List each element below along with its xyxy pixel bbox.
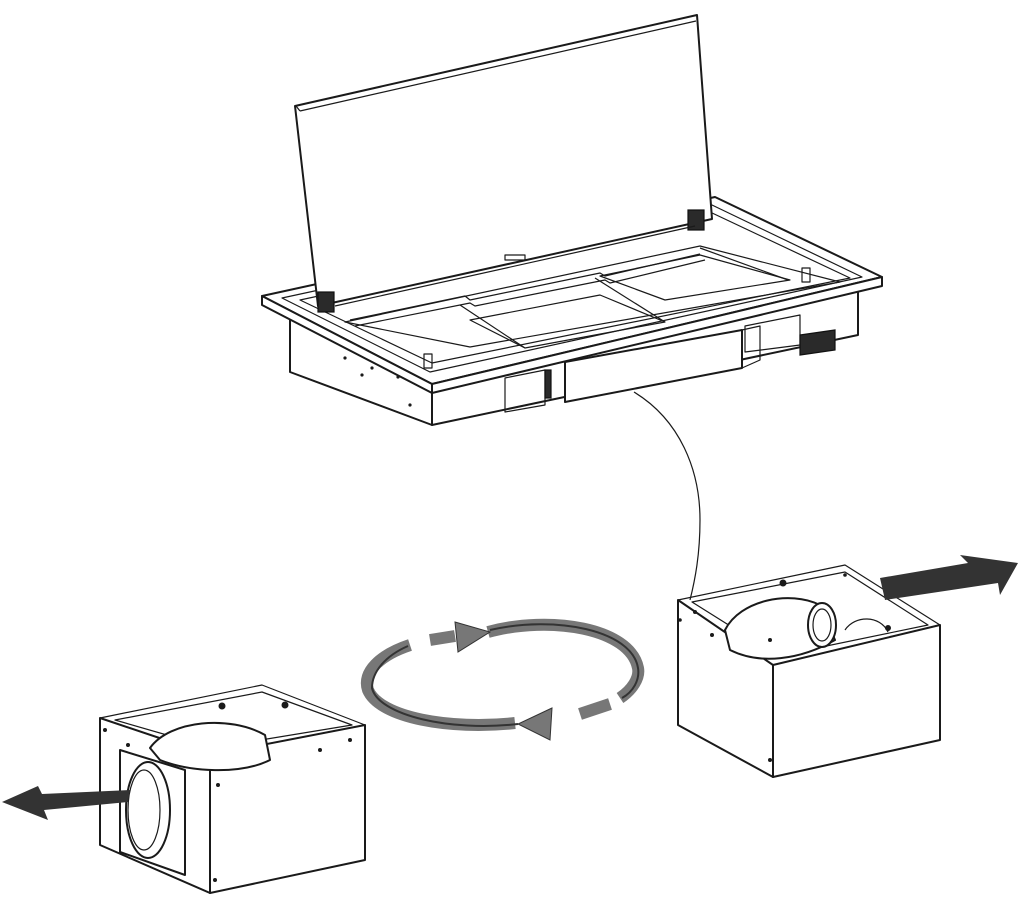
housing-bracket-left [504,369,546,413]
exhaust-arrow-right [880,555,1018,600]
floor-box-lid [294,14,713,307]
fan-unit-right [677,564,941,778]
housing-connector-right [799,329,836,356]
fan-unit-left [99,684,366,894]
cycle-arc-top [486,618,645,703]
outlet-collar-left [125,761,171,859]
corner-post-front [423,353,433,369]
floor-box [261,14,883,426]
fan-drum-left [149,721,271,772]
corner-post-right [801,267,811,283]
cycle-arrowhead-bottom [516,707,553,741]
housing-connector [544,369,552,399]
hinge-right [687,209,705,231]
cycle-arrowhead-top [454,621,492,653]
fan-drum-right [724,597,836,660]
hinge-left [317,291,335,313]
cycle-arrows [360,618,645,741]
connecting-cable [633,391,701,601]
exhaust-arrow-left [2,786,130,820]
cycle-arc-bottom [360,639,516,731]
